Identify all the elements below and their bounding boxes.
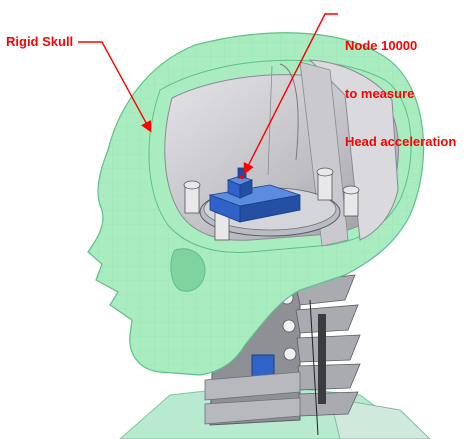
sensor-platform bbox=[183, 167, 360, 241]
rigid-skull-leader bbox=[78, 41, 152, 133]
node-label-line-1: Node 10000 bbox=[345, 38, 418, 53]
rigid-skull-label: Rigid Skull bbox=[6, 34, 74, 49]
ear bbox=[170, 248, 206, 292]
node-10000-leader bbox=[243, 13, 338, 175]
callout-leaders bbox=[78, 13, 338, 175]
node-10000-marker bbox=[239, 174, 245, 180]
node-label-line-3: Head acceleration bbox=[345, 134, 457, 149]
node-10000-label: Node 10000 to measure Head acceleration bbox=[345, 6, 456, 166]
accelerometer-block bbox=[208, 167, 301, 223]
node-label-line-2: to measure bbox=[345, 86, 415, 101]
neck-vertebrae bbox=[294, 274, 361, 417]
neck-assembly bbox=[204, 274, 361, 436]
neck-sensor-block bbox=[251, 354, 275, 378]
